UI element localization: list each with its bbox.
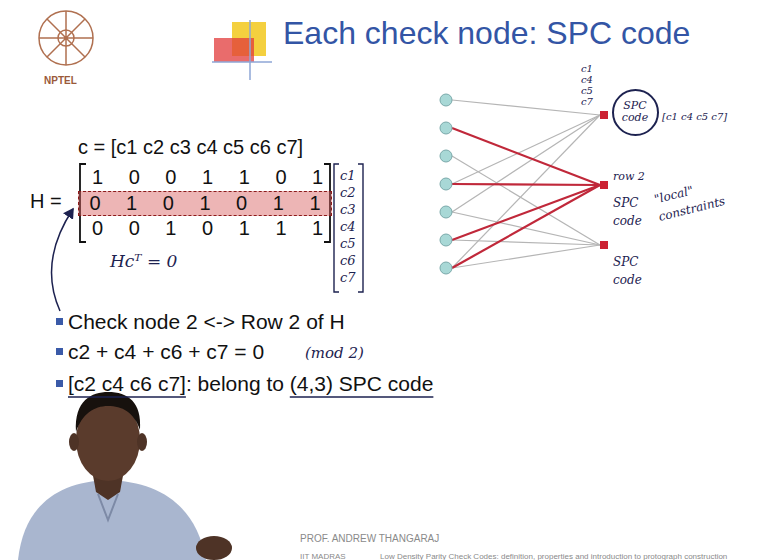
edge-note: c1 xyxy=(581,58,593,76)
graph-edge xyxy=(452,184,600,185)
graph-edge xyxy=(452,185,600,240)
handwritten-note-text: [c1 c4 c5 c7] xyxy=(662,111,727,122)
handwritten-note: (mod 2) xyxy=(305,344,364,362)
nptel-logo xyxy=(39,11,93,65)
vector-entry-text: c2 xyxy=(340,185,356,200)
handwritten-note-text: SPC code xyxy=(613,196,642,228)
vector-entry: c5 xyxy=(340,234,356,252)
pointer-arrow xyxy=(52,209,73,311)
matrix-row-text: 0 0 1 0 1 1 1 xyxy=(92,217,323,239)
edge-note: c4 xyxy=(581,69,593,87)
handwritten-note: [c1 c4 c5 c7] xyxy=(662,106,727,124)
graph-edge xyxy=(452,156,600,245)
vector-entry-text: c3 xyxy=(340,202,356,217)
handwritten-note: SPC code xyxy=(613,252,647,287)
vector-entry-text: c5 xyxy=(340,236,356,251)
codeword-vector: c = [c1 c2 c3 c4 c5 c6 c7] xyxy=(78,136,303,158)
vector-entry-text: c7 xyxy=(340,270,356,285)
check-node xyxy=(600,241,608,249)
check-node xyxy=(600,181,608,189)
vector-entry: c2 xyxy=(340,183,356,201)
check-node xyxy=(600,111,608,119)
matrix-row: 0 0 1 0 1 1 1 xyxy=(92,217,323,239)
variable-node xyxy=(440,150,452,162)
edge-note-text: c7 xyxy=(581,96,593,107)
bullet-text-text: Check node 2 <-> Row 2 of H xyxy=(68,310,345,333)
handwritten-note-text: row 2 xyxy=(613,170,645,183)
vector-entry: c7 xyxy=(340,268,356,286)
variable-node xyxy=(440,234,452,246)
bullet-text: c2 + c4 + c6 + c7 = 0 xyxy=(68,340,264,363)
graph-edge xyxy=(452,185,600,268)
handwritten-note-text: "local" constraints xyxy=(653,183,727,223)
vector-entry-text: c4 xyxy=(340,219,356,234)
graph-edge xyxy=(452,115,600,268)
graph-edge xyxy=(452,115,600,184)
handwritten-note: row 2 xyxy=(613,166,645,184)
matrix-row: 1 0 0 1 1 0 1 xyxy=(92,166,323,188)
footer-text: IIT MADRAS xyxy=(300,545,346,560)
edge-note: c5 xyxy=(581,80,593,98)
slide-title: Each check node: SPC code xyxy=(283,16,690,51)
graph-edge xyxy=(452,100,600,115)
vector-entry-text: c1 xyxy=(340,168,356,183)
variable-node xyxy=(440,178,452,190)
underlines xyxy=(68,396,433,397)
matrix-brackets xyxy=(80,164,330,242)
variable-node xyxy=(440,206,452,218)
bullet-squares xyxy=(56,318,63,387)
bullet-text: [c2 c4 c6 c7]: belong to (4,3) SPC code xyxy=(68,372,433,395)
bullet-text-text: c2 + c4 + c6 + c7 = 0 xyxy=(68,340,264,363)
codeword-vector-text: c = [c1 c2 c3 c4 c5 c6 c7] xyxy=(78,136,303,158)
graph-edge xyxy=(452,240,600,245)
vector-entry-text: c6 xyxy=(340,253,356,268)
footer-text: PROF. ANDREW THANGARAJ xyxy=(300,528,439,546)
footer-text-text: Low Density Parity Check Codes: definiti… xyxy=(380,552,727,560)
vector-brackets xyxy=(334,164,363,292)
edge-note-text: c5 xyxy=(581,85,593,96)
vector-entry: c4 xyxy=(340,217,356,235)
parity-equation-text: Hcᵀ = 0 xyxy=(110,251,177,271)
vector-entry: c3 xyxy=(340,200,356,218)
lecturer-figure xyxy=(18,392,232,560)
footer-text: Low Density Parity Check Codes: definiti… xyxy=(380,545,727,560)
highlighted-row-text: 0 1 0 1 0 1 1 xyxy=(89,192,320,215)
graph-edge xyxy=(452,212,600,245)
matrix-row-text: 1 0 0 1 1 0 1 xyxy=(92,166,323,188)
graph-edge xyxy=(452,128,600,185)
footer-text-text: PROF. ANDREW THANGARAJ xyxy=(300,533,439,544)
edge-note: c7 xyxy=(581,91,593,109)
circled-note: SPC code xyxy=(612,89,659,136)
bullet-text-text: [c2 c4 c6 c7]: belong to (4,3) SPC code xyxy=(68,372,433,395)
handwritten-note: "local" constraints xyxy=(652,173,728,224)
edge-note-text: c4 xyxy=(581,74,593,85)
matrix-name-text: H = xyxy=(30,190,62,212)
handwritten-note: SPC code xyxy=(613,193,647,228)
footer-text-text: IIT MADRAS xyxy=(300,552,346,560)
highlighted-row: 0 1 0 1 0 1 1 xyxy=(78,191,332,216)
parity-equation: Hcᵀ = 0 xyxy=(110,252,177,271)
decor-squares xyxy=(212,20,272,80)
handwritten-note-text: (mod 2) xyxy=(305,344,364,362)
bullet-text: Check node 2 <-> Row 2 of H xyxy=(68,310,345,333)
vector-entry: c1 xyxy=(340,166,356,184)
edge-note-text: c1 xyxy=(581,63,593,74)
handwritten-note-text: SPC code xyxy=(613,255,642,287)
slide-title-text: Each check node: SPC code xyxy=(283,15,690,51)
variable-node xyxy=(440,262,452,274)
logo-text-text: NPTEL xyxy=(44,75,77,86)
circled-note-text: SPC code xyxy=(620,100,650,124)
matrix-name: H = xyxy=(30,190,62,212)
variable-node xyxy=(440,122,452,134)
tanner-graph xyxy=(440,94,608,274)
logo-text: NPTEL xyxy=(44,70,77,88)
vector-entry: c6 xyxy=(340,251,356,269)
variable-node xyxy=(440,94,452,106)
